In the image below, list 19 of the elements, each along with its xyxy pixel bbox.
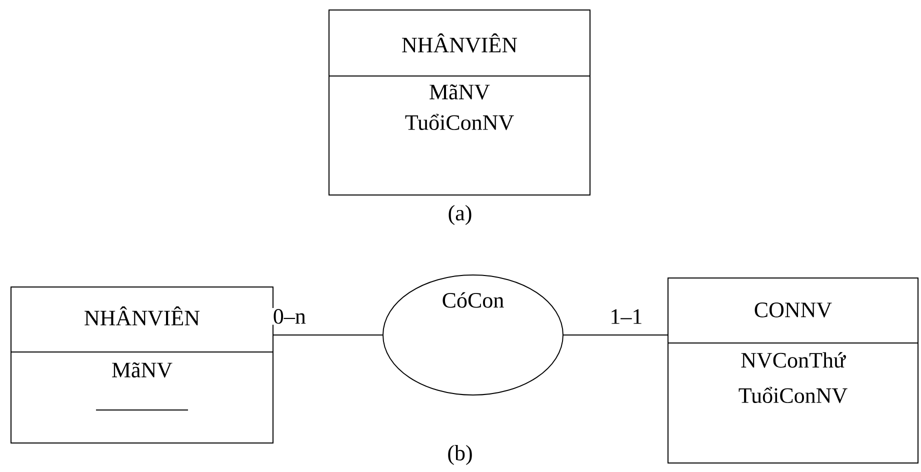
entity-name: CONNV bbox=[754, 302, 832, 318]
attribute-text: NVConThứ bbox=[741, 352, 846, 368]
relationship-ellipse bbox=[382, 274, 564, 396]
attribute-text: TuổiConNV bbox=[405, 114, 514, 130]
figure-caption: (a) bbox=[448, 205, 472, 225]
connector-line bbox=[272, 334, 383, 336]
cardinality-label: 1–1 bbox=[608, 308, 644, 325]
entity-name: NHÂNVIÊN bbox=[84, 306, 200, 326]
entity-box bbox=[328, 10, 590, 196]
figure-caption: (b) bbox=[448, 445, 472, 465]
cardinality-label: 0–n bbox=[272, 308, 307, 325]
entity-box bbox=[10, 286, 274, 444]
relationship-name: CóCon bbox=[442, 292, 504, 308]
entity-box bbox=[668, 278, 918, 464]
connector-line bbox=[563, 334, 668, 336]
entity-name: NHÂNVIÊN bbox=[402, 33, 518, 53]
attribute-text: TuổiConNV bbox=[738, 386, 848, 404]
attribute-text: MãNV bbox=[430, 84, 490, 100]
attribute-text: MãNV bbox=[112, 362, 172, 378]
